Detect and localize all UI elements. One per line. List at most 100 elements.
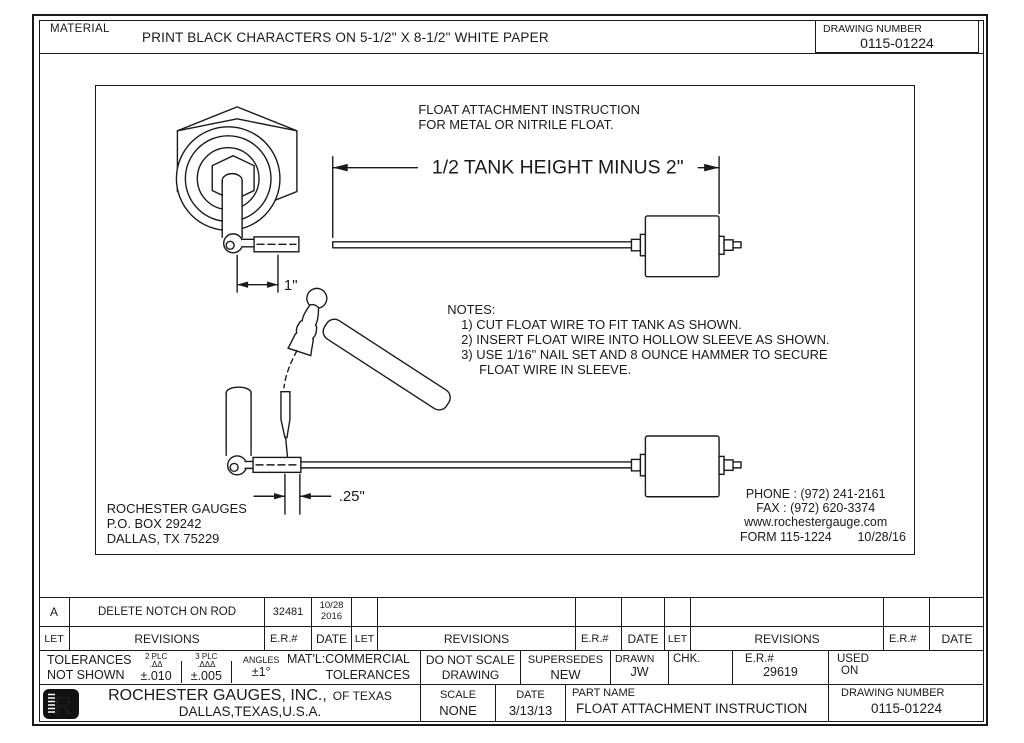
sheet-inner-border [39,20,984,722]
address-block: ROCHESTER GAUGES P.O. BOX 29242 DALLAS, … [107,501,248,546]
revision-empty-cell [691,598,884,626]
rev-header-date-3: DATE [930,626,984,651]
scale-cell: SCALE NONE [421,685,496,722]
hammer-head-icon [287,287,328,357]
material-tolerances: MAT'L:COMMERCIAL TOLERANCES [287,651,414,682]
title-block-bottom-row: R ROCHESTER GAUGES, INC.,OF TEXAS DALLAS… [39,684,984,722]
contact-website: www.rochestergauge.com [743,515,887,529]
tolerance-divider [230,660,232,683]
gauge-rod [221,179,243,239]
company-location: DALLAS,TEXAS,U.S.A. [178,703,322,719]
lower-float-body [644,435,720,498]
contact-phone: PHONE : (972) 241-2161 [746,487,886,501]
hammer-handle [322,318,451,411]
material-label: MATERIAL [50,23,110,35]
scale-label: SCALE [439,689,477,701]
revisions-table: A DELETE NOTCH ON ROD 32481 10/28 2016 L… [39,597,984,651]
rev-header-revisions-3: REVISIONS [691,626,884,651]
supersedes-label: SUPERSEDES [527,653,604,666]
er-label: E.R.# [745,653,774,665]
tol-2plc-symbol: .ΔΔ [149,659,163,669]
company-suffix: OF TEXAS [332,689,392,704]
revision-empty-cell [352,598,378,626]
rev-header-date-2: DATE [622,626,665,651]
tol-3plc-label: 3 PLC [195,651,218,661]
tol-2plc-label: 2 PLC [145,651,168,661]
revision-entry-er: 32481 [265,598,312,626]
drawing-number-value: 0115-01224 [860,35,934,51]
rochester-logo: R [43,688,79,720]
rev-header-er-2: E.R.# [576,626,622,651]
contact-fax: FAX : (972) 620-3374 [756,501,875,515]
tol-2plc-value: ±.010 [140,668,172,683]
rev-header-let-2: LET [352,626,378,651]
drawing-heading: FLOAT ATTACHMENT INSTRUCTION FOR METAL O… [418,102,640,132]
logo-letter: R [54,692,72,720]
rev-header-er-3: E.R.# [884,626,930,651]
lower-hollow-sleeve [252,456,302,474]
tol-angles-label: ANGLES [242,655,280,666]
dimension-quarter-inch: .25" [253,473,365,515]
part-name-value: FLOAT ATTACHMENT INSTRUCTION [576,701,808,716]
company-cell: R ROCHESTER GAUGES, INC.,OF TEXAS DALLAS… [39,685,421,722]
contact-form-number: FORM 115-1224 [740,530,832,544]
dim-tank-height-label: 1/2 TANK HEIGHT MINUS 2" [432,157,684,179]
matl-line1: MAT'L:COMMERCIAL [287,651,410,666]
er-value: 29619 [763,665,798,679]
supersedes-value: NEW [550,666,581,682]
revision-empty-cell [884,598,930,626]
contact-block: PHONE : (972) 241-2161 FAX : (972) 620-3… [740,487,906,544]
tol-3plc-value: ±.005 [190,668,222,683]
address-line2: P.O. BOX 29242 [107,516,202,531]
revision-empty-cell [930,598,984,626]
title-row-divider [39,53,984,54]
paper-instruction: PRINT BLACK CHARACTERS ON 5-1/2" X 8-1/2… [142,30,549,45]
tolerance-divider [180,660,182,683]
rev-header-revisions-1: REVISIONS [70,626,265,651]
part-name-label: PART NAME [572,687,635,699]
rev-header-er-1: E.R.# [265,626,312,651]
float-wire [332,241,633,249]
top-float-assembly: 1/2 TANK HEIGHT MINUS 2" [332,156,742,278]
do-not-scale-line2: DRAWING [441,667,500,682]
tolerances-label-line2: NOT SHOWN [47,667,125,682]
strike-path [283,350,298,389]
drawing-number-cell-bottom: DRAWING NUMBER 0115-01224 [829,685,984,722]
scale-value: NONE [439,703,477,718]
sheet-outer-border [32,14,988,726]
drawn-value: JW [630,665,649,679]
used-on-cell: USED ON [829,651,984,684]
heading-line2: FOR METAL OR NITRILE FLOAT. [418,117,613,132]
tolerances-label-line1: TOLERANCES [47,652,132,667]
revision-entry-date: 10/28 2016 [312,598,352,626]
supersedes-cell: SUPERSEDES NEW [521,651,611,684]
tolerance-3plc: 3 PLC .ΔΔΔ ±.005 [190,651,222,683]
part-name-cell: PART NAME FLOAT ATTACHMENT INSTRUCTION [566,685,829,722]
tolerance-2plc: 2 PLC .ΔΔ ±.010 [140,651,172,683]
revision-empty-cell [378,598,576,626]
note-1: 1) CUT FLOAT WIRE TO FIT TANK AS SHOWN. [461,317,742,332]
drawing-number-value-bottom: 0115-01224 [870,701,943,716]
tolerance-block: TOLERANCES NOT SHOWN 2 PLC .ΔΔ ±.010 3 P… [39,651,421,684]
matl-line2: TOLERANCES [325,667,410,682]
tol-3plc-symbol: .ΔΔΔ [197,659,216,669]
checked-cell: CHK. [669,651,733,684]
drawing-number-box-top: DRAWING NUMBER 0115-01224 [815,20,979,53]
do-not-scale-cell: DO NOT SCALE DRAWING [421,651,521,684]
dim-one-inch-label: 1" [284,277,298,294]
date-label: DATE [516,689,545,701]
revision-empty-cell [576,598,622,626]
nail-set-icon [280,390,291,439]
note-3: 3) USE 1/16" NAIL SET AND 8 OUNCE HAMMER… [461,347,828,362]
revision-empty-cell [665,598,691,626]
notes-block: NOTES: 1) CUT FLOAT WIRE TO FIT TANK AS … [447,302,829,377]
hollow-sleeve [253,236,300,253]
note-2: 2) INSERT FLOAT WIRE INTO HOLLOW SLEEVE … [461,332,829,347]
tol-angles-value: ±1° [251,665,271,680]
lower-float-wire [300,461,633,469]
revision-date-bottom: 2016 [320,611,343,622]
drawing-number-label-bottom: DRAWING NUMBER [841,687,945,699]
float-body [644,215,720,278]
do-not-scale-line1: DO NOT SCALE [425,652,516,667]
tolerance-row: TOLERANCES NOT SHOWN 2 PLC .ΔΔ ±.010 3 P… [39,650,984,684]
